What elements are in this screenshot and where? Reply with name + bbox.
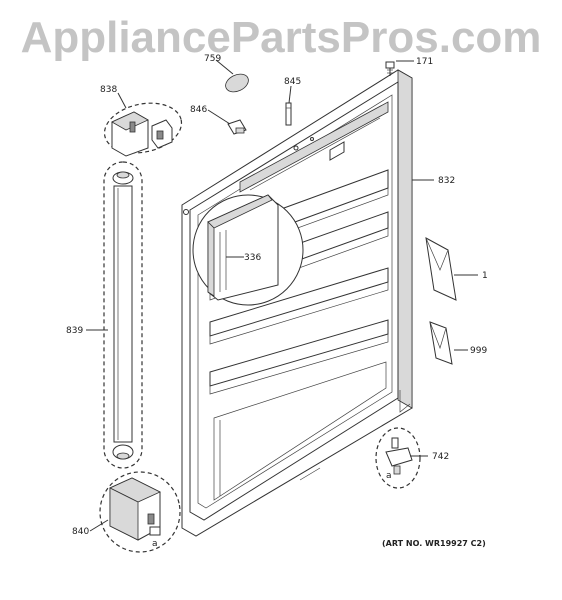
label-840: 840 bbox=[72, 527, 89, 537]
label-846: 846 bbox=[190, 105, 207, 115]
screw-part bbox=[385, 61, 395, 76]
art-number: (ART NO. WR19927 C2) bbox=[382, 539, 486, 548]
hinge-bottom-part bbox=[99, 471, 181, 553]
leader-lines bbox=[86, 59, 478, 532]
label-171: 171 bbox=[416, 57, 433, 67]
label-759: 759 bbox=[204, 54, 221, 64]
label-838: 838 bbox=[100, 85, 117, 95]
label-999: 999 bbox=[470, 346, 487, 356]
lower-bracket-part bbox=[375, 427, 421, 489]
gasket-detail bbox=[192, 194, 304, 306]
plug-part bbox=[225, 73, 249, 93]
label-a-840: a bbox=[152, 539, 158, 549]
watermark: AppliancePartsPros.com bbox=[21, 13, 542, 62]
label-742: 742 bbox=[432, 452, 449, 462]
bracket-part bbox=[227, 119, 247, 135]
label-a-742: a bbox=[386, 471, 392, 481]
pin-part bbox=[285, 102, 292, 126]
door-panel bbox=[181, 69, 413, 537]
label-845: 845 bbox=[284, 77, 301, 87]
label-839: 839 bbox=[66, 326, 83, 336]
label-1: 1 bbox=[482, 271, 488, 281]
hinge-rod-part bbox=[103, 161, 143, 469]
hinge-top-part bbox=[103, 102, 183, 157]
label-832: 832 bbox=[438, 176, 455, 186]
label-336: 336 bbox=[244, 253, 261, 263]
literature-part bbox=[429, 321, 453, 365]
manual-part bbox=[425, 237, 457, 301]
part-labels: 171 759 845 846 838 832 336 1 839 999 74… bbox=[66, 54, 488, 549]
